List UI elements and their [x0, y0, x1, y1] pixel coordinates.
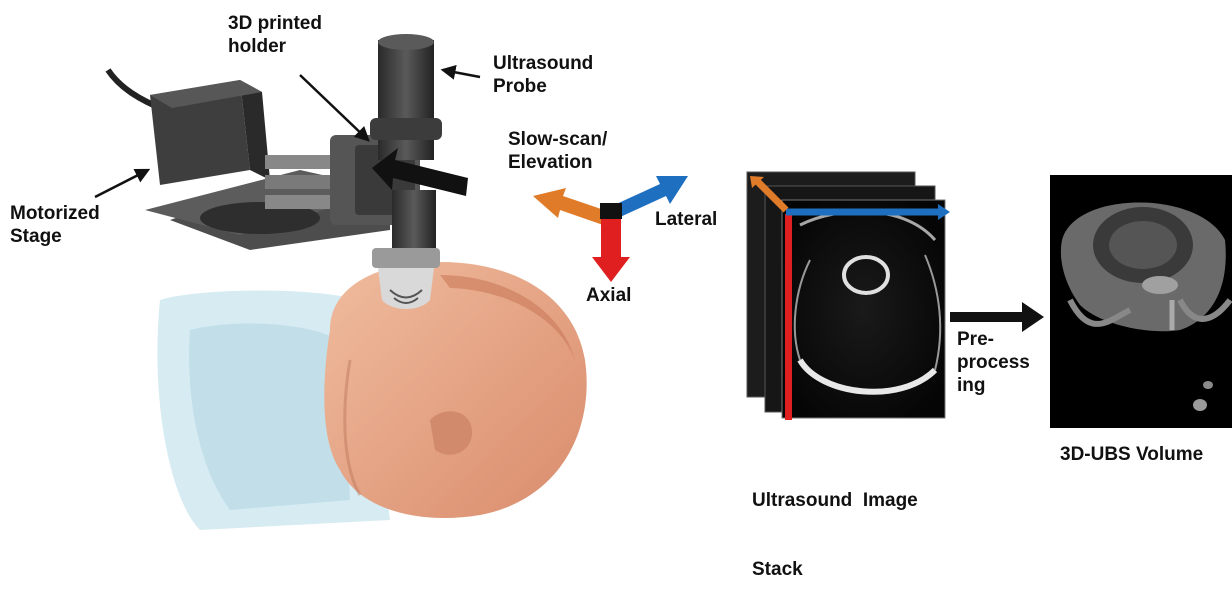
probe-label: Ultrasound Probe [493, 52, 593, 98]
holder-label: 3D printed holder [228, 12, 322, 58]
axial-label: Axial [586, 284, 631, 307]
stage-pointer [95, 170, 148, 197]
motorized-stage [108, 70, 420, 250]
slow-scan-label-line1: Slow-scan/ [508, 128, 607, 151]
axial-axis-head [592, 257, 630, 282]
probe-label-line2: Probe [493, 75, 593, 98]
lateral-label: Lateral [655, 208, 717, 231]
preprocessing-label-line1: Pre- [957, 328, 1030, 351]
slow-scan-label: Slow-scan/ Elevation [508, 128, 607, 174]
preprocessing-label: Pre- process ing [957, 328, 1030, 397]
stack-axial-axis [785, 214, 792, 420]
holder-label-line1: 3D printed [228, 12, 322, 35]
probe-pointer [443, 70, 480, 77]
preprocessing-label-line2: process [957, 351, 1030, 374]
volume-label: 3D-UBS Volume [1060, 443, 1203, 466]
front-bscan [782, 200, 945, 418]
stage-label-line2: Stage [10, 225, 100, 248]
ultrasound-image-stack [747, 172, 950, 420]
slow-scan-label-line2: Elevation [508, 151, 607, 174]
stage-label: Motorized Stage [10, 202, 100, 248]
holder-pointer [300, 75, 368, 140]
head [324, 262, 586, 518]
system-diagram [0, 0, 1232, 534]
image-stack-label: Ultrasound Image Stack [752, 443, 918, 604]
image-stack-label-line1: Ultrasound Image [752, 489, 918, 512]
axial-axis-shaft [601, 217, 621, 257]
infant-illustration [157, 262, 586, 530]
axis-origin [600, 203, 622, 219]
stage-label-line1: Motorized [10, 202, 100, 225]
probe-label-line1: Ultrasound [493, 52, 593, 75]
3d-volume-render [1050, 175, 1232, 428]
image-stack-label-line2: Stack [752, 558, 918, 581]
preprocessing-label-line3: ing [957, 374, 1030, 397]
holder-label-line2: holder [228, 35, 322, 58]
elevation-axis-arrow [533, 188, 610, 226]
